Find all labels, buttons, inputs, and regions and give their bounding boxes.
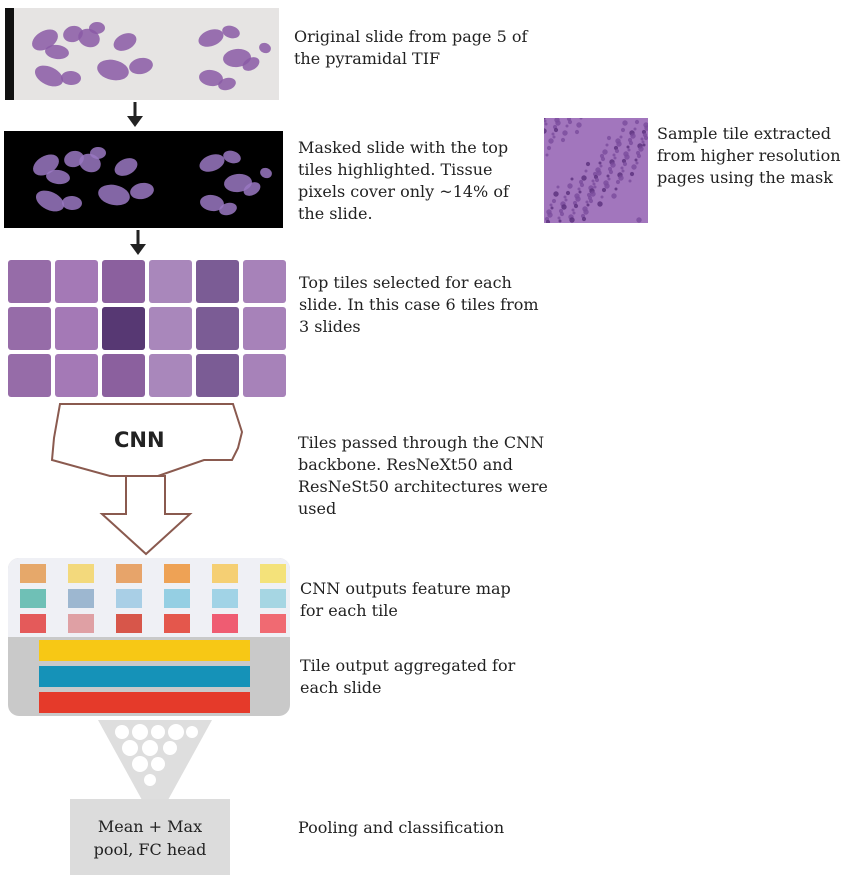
feature-swatch [20, 564, 46, 583]
feature-swatch [164, 589, 190, 608]
feature-swatch [116, 589, 142, 608]
cnn-label: CNN [114, 428, 165, 452]
original-slide-caption: Original slide from page 5 of the pyrami… [294, 27, 528, 68]
feature-swatch [68, 564, 94, 583]
feature-swatch [68, 589, 94, 608]
feature-swatch [164, 614, 190, 633]
aggregation-caption: Tile output aggregated for each slide [300, 656, 516, 697]
aggregate-bar-red [39, 692, 250, 713]
sample-tile-image [544, 118, 648, 223]
classification-head-label: Mean + Max pool, FC head [93, 817, 207, 859]
masked-slide-caption: Masked slide with the top tiles highligh… [298, 138, 509, 223]
feature-swatch [212, 589, 238, 608]
feature-swatch [212, 614, 238, 633]
feature-swatch [260, 564, 286, 583]
top-tiles-grid [7, 259, 287, 397]
feature-swatch [20, 614, 46, 633]
feature-swatch [260, 614, 286, 633]
sample-tile-caption: Sample tile extracted from higher resolu… [657, 124, 841, 187]
aggregate-bar-blue [39, 666, 250, 687]
cnn-funnel-diagram [50, 398, 250, 558]
original-slide-image [5, 8, 279, 100]
aggregate-bar-yellow [39, 640, 250, 661]
pooling-funnel [96, 718, 214, 802]
cnn-backbone-caption: Tiles passed through the CNN backbone. R… [298, 433, 548, 518]
feature-swatch [164, 564, 190, 583]
feature-swatch [20, 589, 46, 608]
top-tiles-caption: Top tiles selected for each slide. In th… [299, 273, 539, 336]
pooling-caption: Pooling and classification [298, 818, 505, 837]
feature-swatch [212, 564, 238, 583]
masked-slide-image [4, 131, 283, 228]
feature-swatch [116, 564, 142, 583]
down-arrow-icon [128, 230, 148, 256]
feature-swatch [116, 614, 142, 633]
feature-swatch [260, 589, 286, 608]
classification-head-box: Mean + Max pool, FC head [70, 799, 230, 875]
feature-swatch [68, 614, 94, 633]
down-arrow-icon [125, 102, 145, 128]
feature-map-caption: CNN outputs feature map for each tile [300, 579, 511, 620]
feature-map-panel [8, 558, 290, 716]
